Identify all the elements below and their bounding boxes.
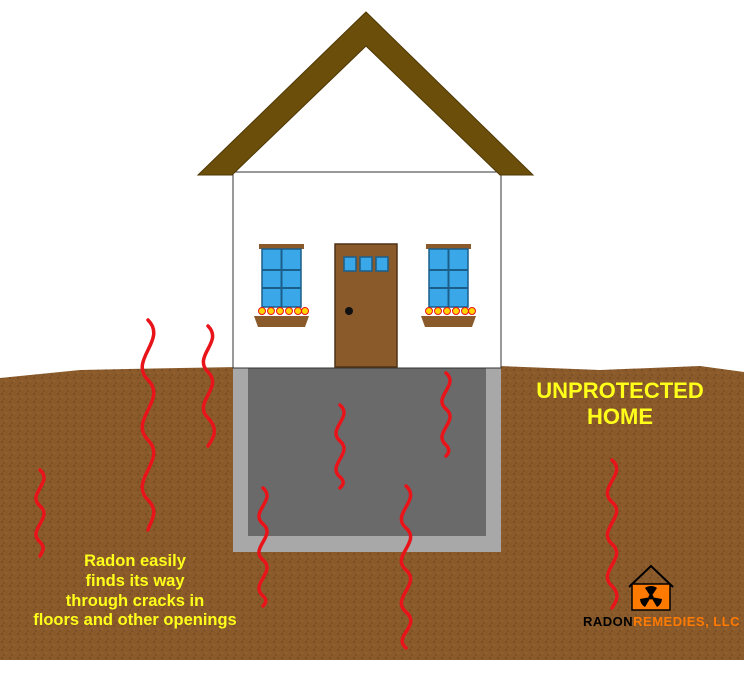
company-logo: RADONREMEDIES, LLC bbox=[583, 568, 740, 632]
radon-caption-line3: through cracks in bbox=[65, 591, 205, 610]
logo-word-remedies: REMEDIES, LLC bbox=[633, 614, 741, 629]
right-flower-box bbox=[421, 307, 476, 327]
front-door bbox=[334, 243, 398, 368]
unprotected-line1: UNPROTECTED bbox=[536, 378, 704, 403]
roof bbox=[196, 11, 535, 176]
radon-line bbox=[440, 371, 452, 458]
door-knob bbox=[345, 307, 353, 315]
radon-line bbox=[201, 324, 217, 448]
radon-line bbox=[140, 318, 156, 532]
radon-line bbox=[605, 458, 619, 610]
radon-line bbox=[34, 468, 46, 558]
radon-caption-line2: finds its way bbox=[85, 571, 185, 590]
radon-line bbox=[399, 484, 413, 650]
left-flower-box bbox=[254, 307, 309, 327]
radon-caption-line4: floors and other openings bbox=[33, 611, 237, 630]
basement-floor bbox=[248, 368, 486, 536]
right-window bbox=[426, 244, 471, 308]
unprotected-line2: HOME bbox=[587, 404, 653, 430]
logo-word-radon: RADON bbox=[583, 614, 634, 629]
radon-caption-line1: Radon easily bbox=[84, 552, 186, 570]
radon-line bbox=[257, 486, 269, 608]
radiation-house-icon bbox=[628, 564, 674, 611]
radon-caption: Radon easily finds its way through crack… bbox=[10, 552, 260, 631]
left-window bbox=[259, 244, 304, 308]
unprotected-home-label: UNPROTECTED HOME bbox=[520, 378, 720, 431]
logo-text: RADONREMEDIES, LLC bbox=[583, 614, 740, 629]
radon-line bbox=[334, 403, 346, 490]
